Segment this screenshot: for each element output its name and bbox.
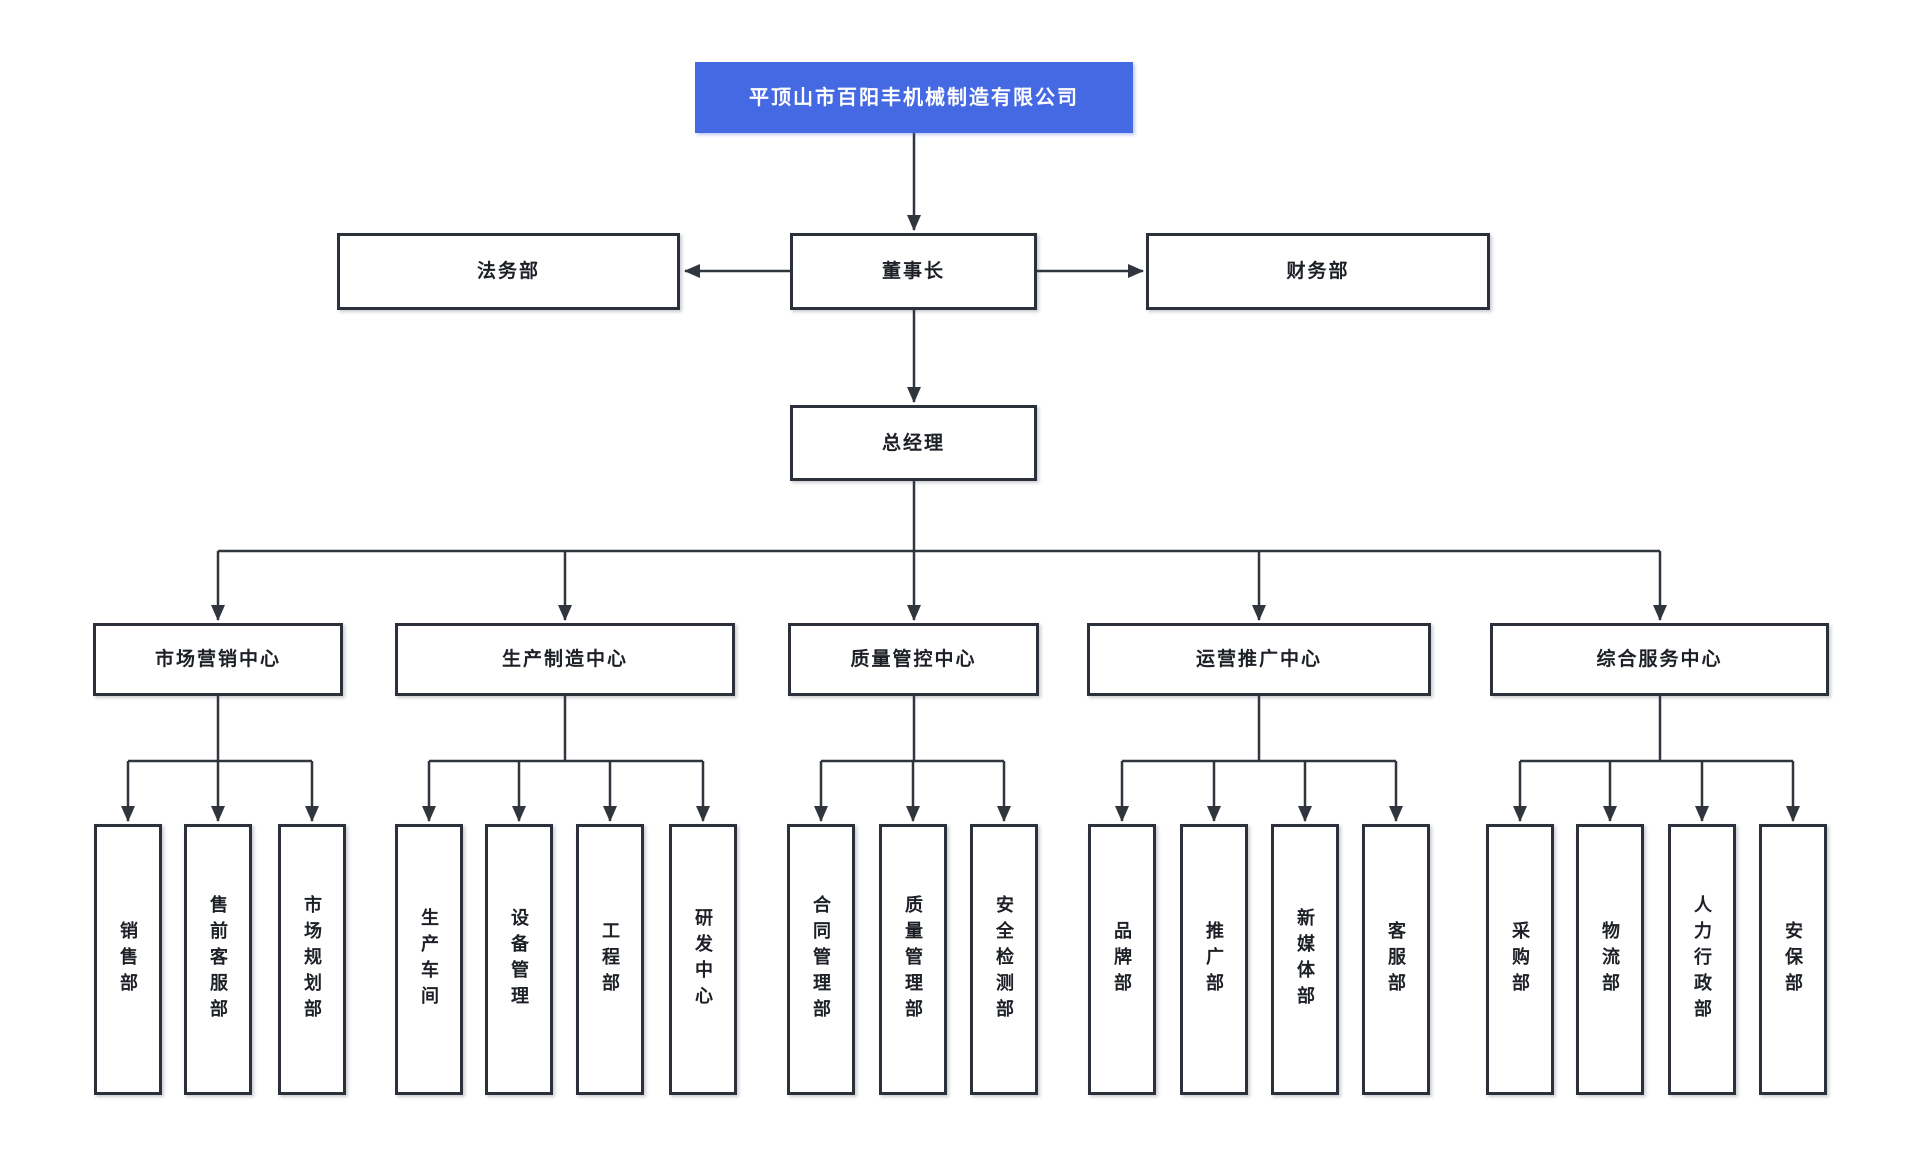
node-chairman: 董事长 bbox=[790, 233, 1037, 310]
node-dept-customer-service: 客服部 bbox=[1362, 824, 1430, 1095]
edges-executive bbox=[684, 133, 1144, 403]
edges-center-3-departments bbox=[814, 696, 1011, 822]
edges-gm-to-centers bbox=[211, 481, 1667, 621]
node-company-root: 平顶山市百阳丰机械制造有限公司 bbox=[695, 62, 1133, 133]
node-dept-security: 安保部 bbox=[1759, 824, 1827, 1095]
node-center-operations: 运营推广中心 bbox=[1087, 623, 1431, 696]
edges-center-4-departments bbox=[1115, 696, 1403, 822]
node-dept-brand: 品牌部 bbox=[1088, 824, 1156, 1095]
node-legal-dept: 法务部 bbox=[337, 233, 680, 310]
node-dept-market-planning: 市场规划部 bbox=[278, 824, 346, 1095]
node-dept-promotion: 推广部 bbox=[1180, 824, 1248, 1095]
node-dept-engineering: 工程部 bbox=[576, 824, 644, 1095]
node-center-production: 生产制造中心 bbox=[395, 623, 735, 696]
node-dept-presales-service: 售前客服部 bbox=[184, 824, 252, 1095]
node-dept-safety-inspection: 安全检测部 bbox=[970, 824, 1038, 1095]
node-dept-hr-admin: 人力行政部 bbox=[1668, 824, 1736, 1095]
edges-center-2-departments bbox=[422, 696, 710, 822]
node-finance-dept: 财务部 bbox=[1146, 233, 1490, 310]
node-center-marketing: 市场营销中心 bbox=[93, 623, 343, 696]
node-dept-rnd-center: 研发中心 bbox=[669, 824, 737, 1095]
node-dept-production-workshop: 生产车间 bbox=[395, 824, 463, 1095]
node-dept-quality-mgmt: 质量管理部 bbox=[879, 824, 947, 1095]
node-dept-sales: 销售部 bbox=[94, 824, 162, 1095]
edges-center-5-departments bbox=[1513, 696, 1800, 822]
node-center-quality: 质量管控中心 bbox=[788, 623, 1039, 696]
node-dept-procurement: 采购部 bbox=[1486, 824, 1554, 1095]
node-general-manager: 总经理 bbox=[790, 405, 1037, 481]
node-dept-logistics: 物流部 bbox=[1576, 824, 1644, 1095]
node-dept-equipment-mgmt: 设备管理 bbox=[485, 824, 553, 1095]
node-center-services: 综合服务中心 bbox=[1490, 623, 1829, 696]
node-dept-new-media: 新媒体部 bbox=[1271, 824, 1339, 1095]
node-dept-contract-mgmt: 合同管理部 bbox=[787, 824, 855, 1095]
edges-center-1-departments bbox=[121, 696, 319, 822]
